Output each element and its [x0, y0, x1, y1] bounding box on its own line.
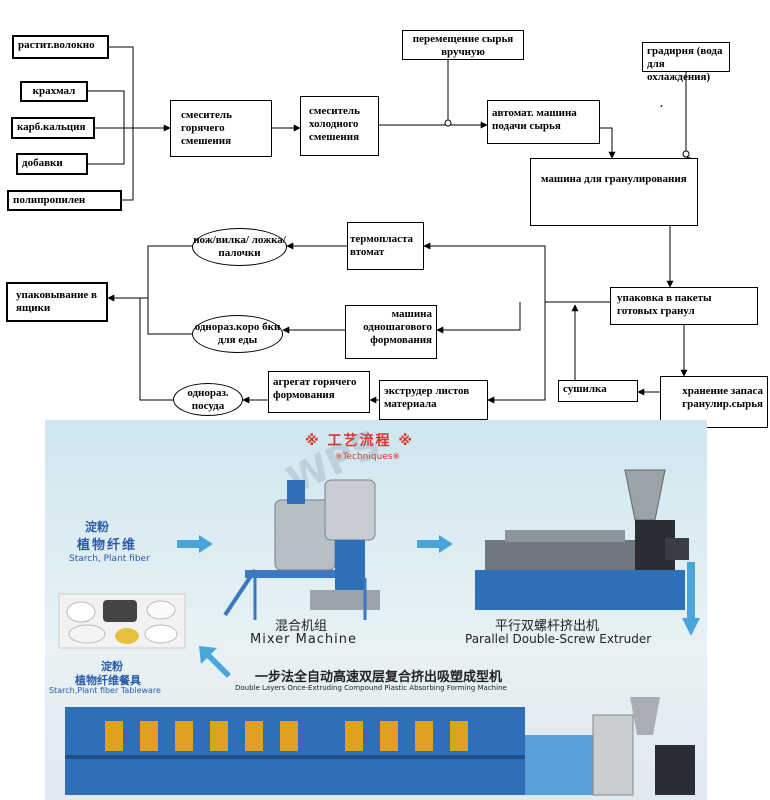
- cooling-tower-label: градирня (вода для охлаждения): [647, 45, 723, 83]
- dryer-box: сушилка: [558, 380, 638, 402]
- input-starch: крахмал: [20, 81, 88, 102]
- input-calcium-carbonate: карб.кальция: [11, 117, 95, 139]
- mixer-en-label: Mixer Machine: [250, 632, 358, 647]
- stray-dot: .: [660, 98, 663, 110]
- cutlery-label: нож/вилка/ ложка/палочки: [193, 234, 286, 259]
- feeder-box: автомат. машина подачи сырья: [487, 100, 600, 144]
- arrow-right-icon: [417, 535, 453, 553]
- arrow-right-icon: [177, 535, 213, 553]
- arrow-down-icon: [682, 562, 700, 636]
- feeder-label: автомат. машина подачи сырья: [492, 107, 577, 132]
- extruder-image: [475, 469, 689, 610]
- tableware-samples-image: [58, 593, 186, 649]
- mixer-machine-image: [223, 479, 380, 620]
- manual-move-box: перемещение сырья вручную: [402, 30, 524, 60]
- flow-connectors: [88, 46, 699, 404]
- input-starch-label: крахмал: [32, 85, 76, 97]
- thermoforming-box: термопласта втомат: [347, 222, 424, 270]
- one-step-forming-label: машина одношагового формования: [363, 308, 432, 346]
- disposable-dishes-label: однораз. посуда: [187, 386, 229, 412]
- input-plant-fiber: растит.волокно: [12, 35, 109, 59]
- pelletizer-box: машина для гранулирования: [530, 158, 698, 226]
- starch-en-label: Starch, Plant fiber: [69, 554, 150, 564]
- storage-label: хранение запаса гранулир.сырья: [682, 385, 763, 410]
- thermoforming-label: термопласта втомат: [350, 233, 414, 258]
- forming-cn-label: 一步法全自动高速双层复合挤出吸塑成型机: [255, 670, 503, 685]
- input-additives-label: добавки: [22, 157, 63, 169]
- cutlery-oval: нож/вилка/ ложка/палочки: [192, 228, 287, 266]
- bag-packing-label: упаковка в пакеты готовых гранул: [617, 292, 712, 317]
- bag-packing-box: упаковка в пакеты готовых гранул: [610, 287, 758, 325]
- arrow-diagonal-icon: [199, 646, 231, 678]
- disposable-dishes-oval: однораз. посуда: [173, 383, 243, 416]
- process-subtitle: ※Techniques※: [335, 452, 401, 462]
- process-title: ※ 工艺流程 ※: [305, 433, 414, 449]
- extruder-cn-label: 平行双螺杆挤出机: [495, 619, 600, 634]
- input-polypropylene: полипропилен: [7, 190, 122, 211]
- dryer-label: сушилка: [563, 383, 607, 395]
- pelletizer-label: машина для гранулирования: [541, 173, 687, 185]
- forming-machine-image: [65, 697, 695, 796]
- input-plant-fiber-label: растит.волокно: [18, 39, 95, 51]
- starch-cn-label: 淀粉: [85, 520, 110, 534]
- input-additives: добавки: [16, 153, 88, 175]
- packing-boxes-box: упаковывание в ящики: [6, 282, 108, 322]
- tableware-cn2-label: 植物纤维餐具: [75, 674, 141, 687]
- manual-move-label: перемещение сырья вручную: [412, 33, 514, 58]
- input-calcium-label: карб.кальция: [17, 121, 86, 133]
- sheet-extruder-label: экструдер листов материала: [384, 385, 470, 410]
- input-polypropylene-label: полипропилен: [13, 194, 86, 206]
- cold-mixer-box: смеситель холодного смешения: [300, 96, 379, 156]
- forming-en-label: Double Layers Once-Extruding Compound Pl…: [235, 684, 507, 692]
- storage-box: хранение запаса гранулир.сырья: [660, 376, 768, 428]
- hot-mixer-label: смеситель горячего смешения: [181, 109, 232, 147]
- extruder-en-label: Parallel Double-Screw Extruder: [465, 632, 652, 646]
- disposable-boxes-label: однораз.коро бки для еды: [194, 321, 281, 346]
- tableware-cn1-label: 淀粉: [101, 660, 123, 673]
- one-step-forming-box: машина одношагового формования: [345, 305, 437, 359]
- sheet-extruder-box: экструдер листов материала: [379, 380, 488, 420]
- process-photo-panel: ※ 工艺流程 ※ ※Techniques※ WPS 淀粉 植物纤维 Starch…: [45, 420, 707, 800]
- fiber-cn-label: 植物纤维: [77, 538, 138, 553]
- hot-mixer-box: смеситель горячего смешения: [170, 100, 272, 157]
- hot-forming-box: агрегат горячего формования: [268, 371, 370, 413]
- cooling-tower-box: градирня (вода для охлаждения): [642, 42, 730, 83]
- mixer-cn-label: 混合机组: [275, 619, 328, 634]
- hot-forming-label: агрегат горячего формования: [273, 376, 357, 401]
- disposable-boxes-oval: однораз.коро бки для еды: [192, 315, 283, 353]
- cold-mixer-label: смеситель холодного смешения: [309, 105, 360, 143]
- tableware-en-label: Starch,Plant fiber Tableware: [49, 686, 161, 695]
- packing-boxes-label: упаковывание в ящики: [16, 289, 97, 314]
